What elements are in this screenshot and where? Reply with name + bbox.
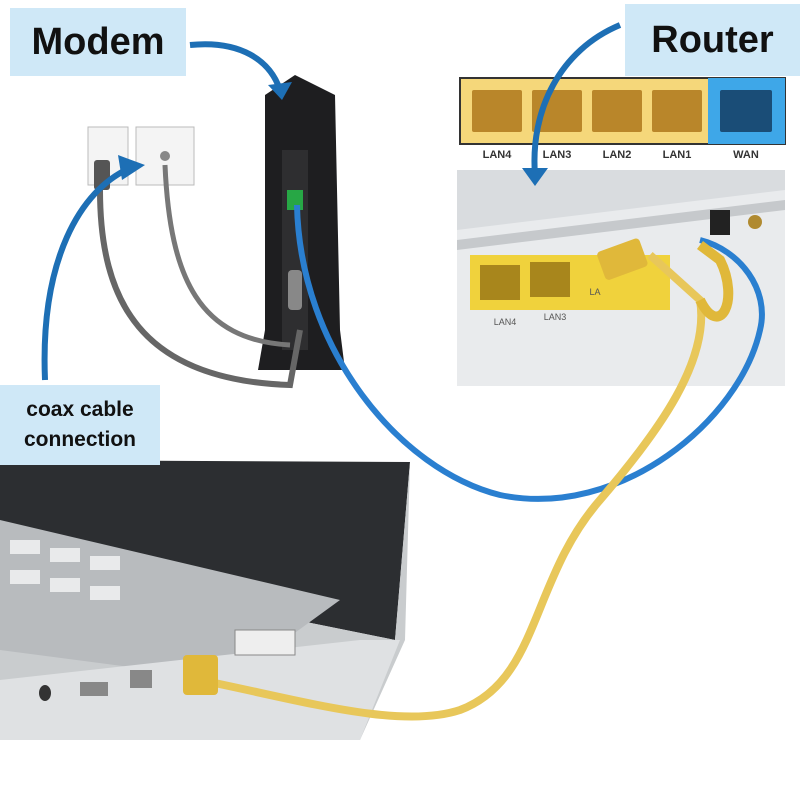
modem-device — [258, 75, 345, 370]
ethernet-plug-laptop — [183, 655, 218, 695]
coax-cable — [97, 189, 303, 389]
router-device: LAN4 LAN3 LA — [457, 170, 785, 386]
coax-label: coax cable connection — [0, 385, 160, 465]
port-label-wan: WAN — [733, 149, 759, 161]
photo-port-label-partial: LA — [589, 287, 600, 297]
port-label-lan1: LAN1 — [663, 149, 692, 161]
router-label-text: Router — [651, 18, 774, 61]
coax-arrow — [41, 165, 132, 381]
ethernet-cable-yellow-2 — [695, 241, 734, 322]
photo-port-label-lan3: LAN3 — [544, 312, 567, 322]
ethernet-plug-router — [597, 238, 648, 280]
port-label-lan2: LAN2 — [603, 149, 632, 161]
modem-label: Modem — [10, 8, 186, 76]
coax-label-line1: coax cable — [26, 398, 134, 421]
router-arrowhead — [522, 168, 548, 186]
wall-outlets — [87, 126, 195, 190]
port-label-lan4: LAN4 — [483, 149, 513, 161]
coax-label-line2: connection — [23, 428, 136, 451]
ethernet-cable-blue — [294, 204, 765, 502]
coax-cable-2 — [162, 164, 291, 348]
ethernet-cable-yellow — [199, 252, 706, 721]
modem-label-text: Modem — [31, 20, 165, 63]
router-arrow — [531, 22, 622, 176]
modem-arrow — [189, 41, 283, 92]
photo-port-label-lan4: LAN4 — [494, 317, 517, 327]
router-port-panel: LAN4 LAN3 LAN2 LAN1 WAN — [459, 77, 786, 161]
laptop — [0, 460, 410, 740]
port-label-lan3: LAN3 — [543, 149, 572, 161]
annotation-arrows — [41, 22, 622, 381]
modem-arrowhead — [268, 82, 292, 100]
router-label: Router — [625, 4, 800, 76]
coax-arrowhead — [118, 155, 145, 180]
